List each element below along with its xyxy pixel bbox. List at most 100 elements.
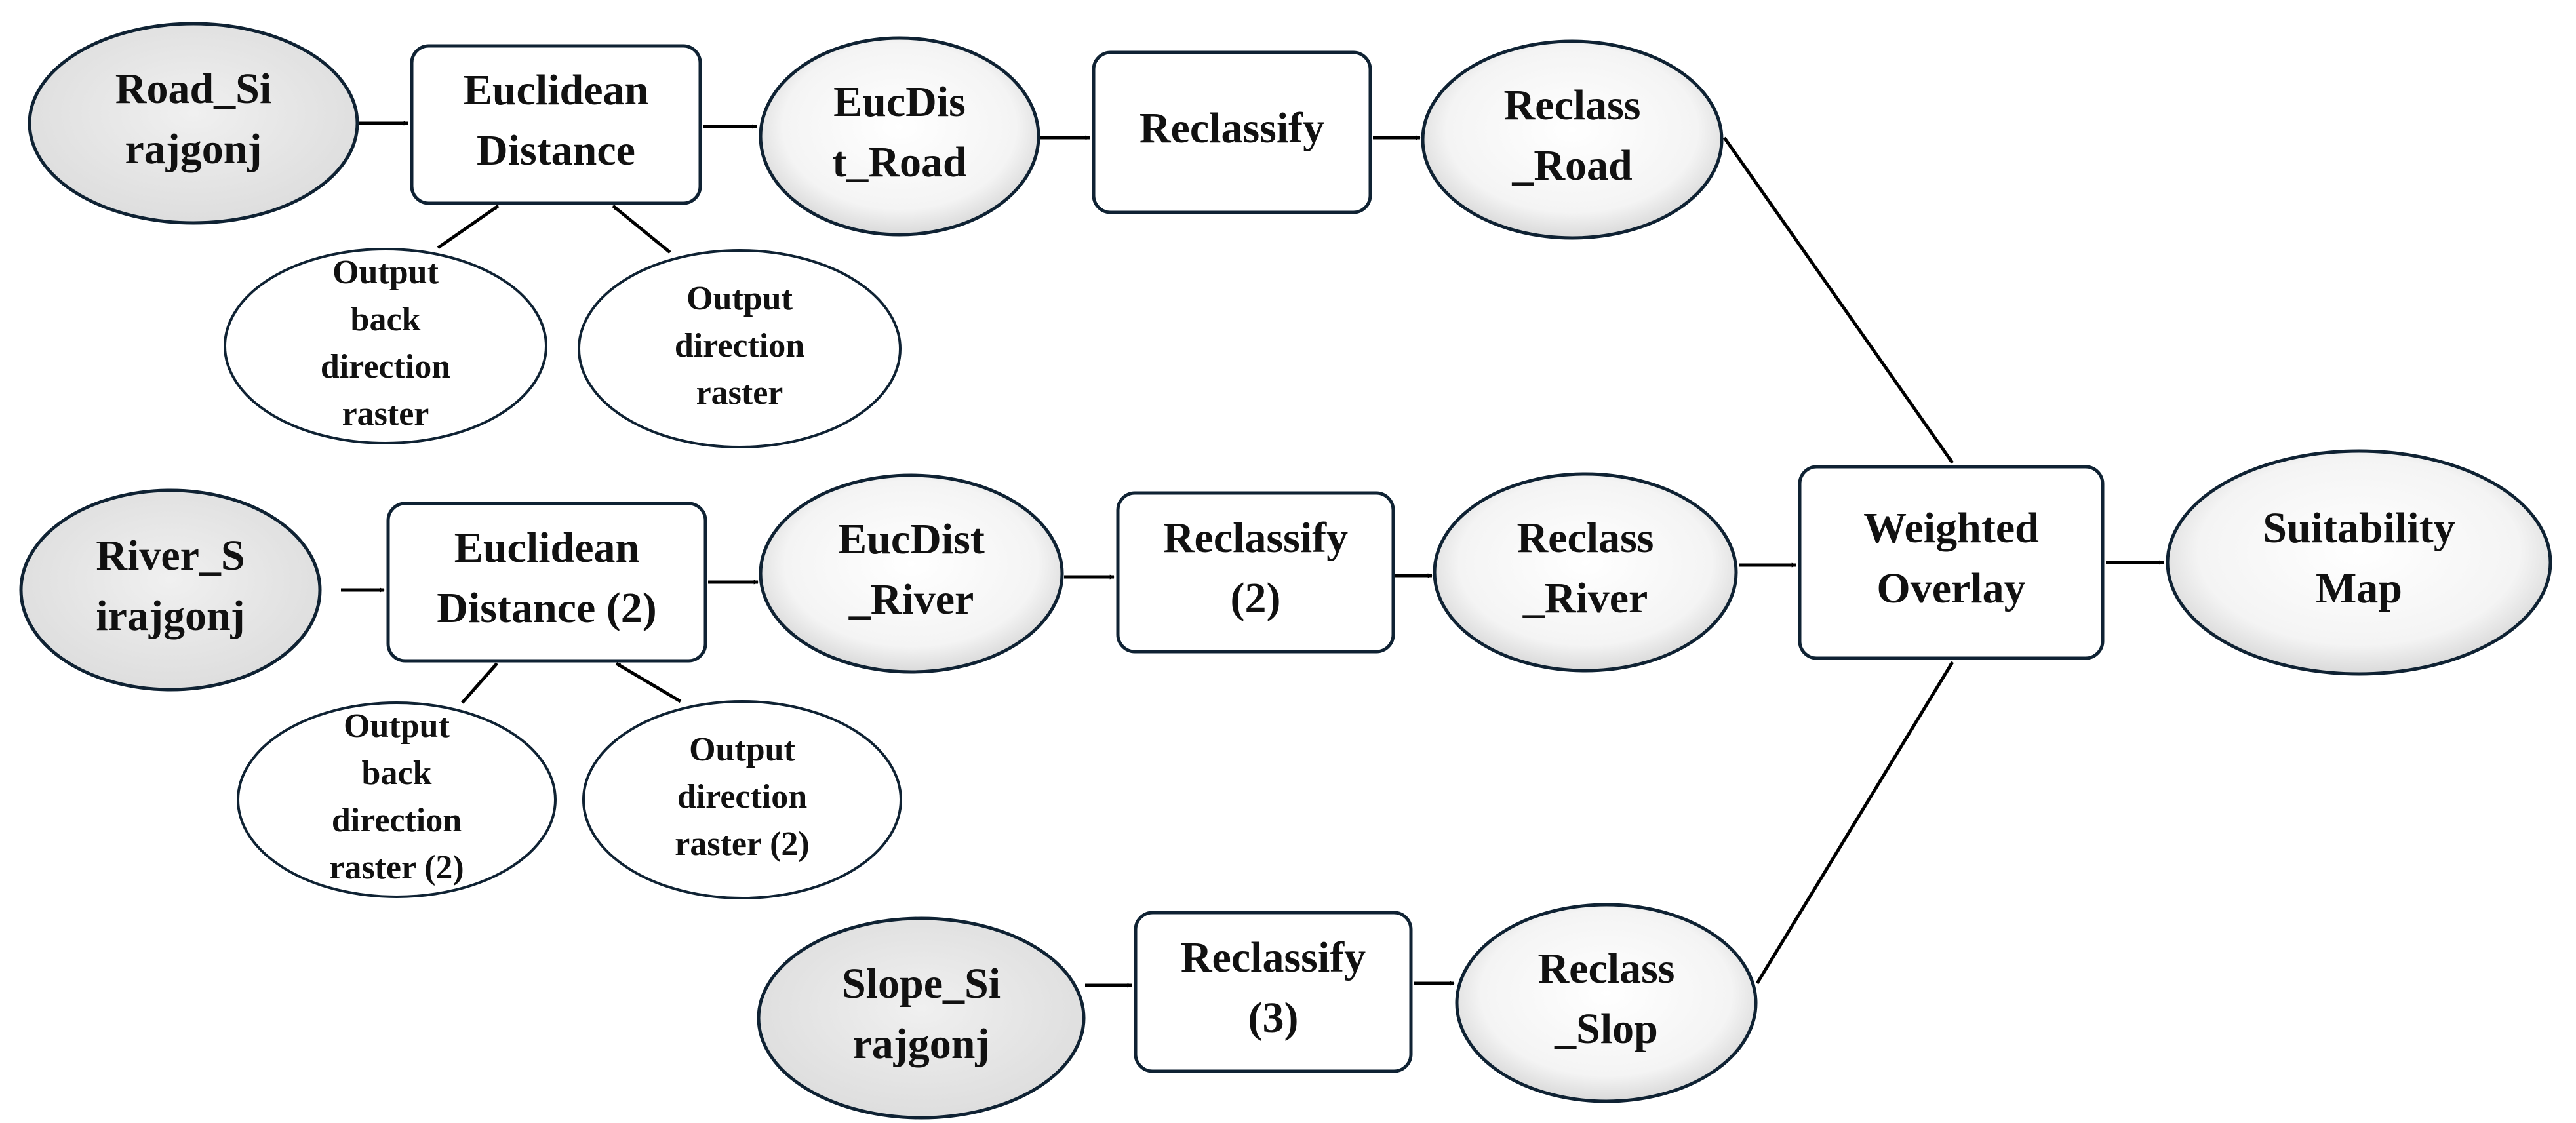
out-back-1-label-line: direction [321,348,450,385]
node-reclassify-3[interactable]: Reclassify (3) [1134,911,1413,1073]
reclassify-2-label: Reclassify (2) [1163,514,1348,622]
euc-dist-1-label-line: Euclidean [464,66,648,114]
eucdist-road-label: EucDis t_Road [832,78,966,186]
road-input-label-line: rajgonj [125,125,262,173]
river-input-shape [19,488,322,692]
node-out-back-2[interactable]: Output back direction raster (2) [237,701,557,898]
eucdist-river-label-line: _River [848,576,974,623]
out-dir-1-label-line: Output [686,280,793,317]
weighted-overlay-label-line: Overlay [1876,564,2025,612]
reclassify-1-label-line: Reclassify [1139,104,1324,152]
euc-dist-2-shape [386,502,707,663]
out-dir-1-label-line: raster [696,374,783,412]
reclass-slop-shape [1455,903,1758,1103]
edges-layer [341,121,2164,988]
reclassify-3-label-line: (3) [1248,994,1299,1042]
eucdist-river-shape [759,473,1064,674]
eucdist-river-label: EucDist _River [838,515,985,623]
out-back-2-label: Output back direction raster (2) [329,707,464,886]
reclass-slop-label: Reclass _Slop [1538,945,1675,1053]
reclassify-3-shape [1134,911,1413,1073]
suitability-map-label-line: Suitability [2263,504,2455,552]
weighted-overlay-label-line: Weighted [1863,504,2039,552]
out-back-2-label-line: raster (2) [329,849,464,886]
out-dir-1-label: Output direction raster [675,280,804,412]
node-reclass-river[interactable]: Reclass_River [1433,472,1738,673]
slope-input-shape [757,916,1086,1120]
out-back-1-label-line: raster [342,395,429,433]
node-eucdist-river[interactable]: EucDist _River [759,473,1064,674]
suitability-map-label-line: Map [2316,564,2402,612]
out-back-2-label-line: direction [332,802,462,839]
reclassify-2-label-line: (2) [1231,574,1281,622]
node-out-dir-2[interactable]: Output direction raster (2) [582,700,902,899]
euc-dist-2-label-line: Distance (2) [437,584,656,632]
eucdist-road-label-line: EucDis [833,78,966,126]
suitability-map-shape [2166,449,2552,676]
out-back-2-label-line: back [362,755,432,792]
eucdist-road-label-line: t_Road [832,138,966,186]
reclassify-1-label: Reclassify [1139,104,1324,152]
reclass-slop-label-line: Reclass [1538,945,1675,993]
arrow-out-dir-1-to-euc-dist-1 [612,205,671,254]
eucdist-river-label-line: EucDist [838,515,985,563]
arrow-reclass-slop-to-weighted-overlay [1755,661,1954,985]
out-dir-1-label-line: direction [675,327,804,364]
road-input-label-line: Road_Si [115,65,271,113]
river-input-label-line: irajgonj [96,592,245,640]
road-input-shape [28,22,359,225]
arrow-out-dir-2-to-euc-dist-2 [615,661,682,703]
reclassify-3-label: Reclassify (3) [1181,934,1366,1042]
euc-dist-1-label-line: Distance [477,127,635,174]
reclass-road-label-line: Reclass [1504,81,1641,129]
node-out-dir-1[interactable]: Output direction raster [578,249,902,448]
reclass-river-shape [1433,472,1738,673]
reclassify-2-label-line: Reclassify [1163,514,1348,562]
node-reclass-road[interactable]: Reclass _Road [1421,39,1724,240]
out-dir-2-label: Output direction raster (2) [675,731,810,863]
reclassify-1-shape [1092,50,1372,214]
reclass-road-shape [1421,39,1724,240]
euc-dist-1-shape [410,44,702,205]
reclass-river-label-line: Reclass [1517,514,1654,562]
euc-dist-2-label-line: Euclidean [454,524,639,572]
reclassify-3-label-line: Reclassify [1181,934,1366,981]
reclass-river-label: Reclass_River [1517,514,1654,622]
out-dir-2-label-line: Output [689,731,796,768]
out-back-1-shape [224,248,547,444]
eucdist-road-shape [759,36,1040,237]
out-dir-1-shape [578,249,902,448]
out-back-2-shape [237,701,557,898]
arrow-out-back-2-to-euc-dist-2 [461,662,498,704]
node-reclassify-1[interactable]: Reclassify [1092,50,1372,214]
node-reclass-slop[interactable]: Reclass _Slop [1455,903,1758,1103]
node-reclassify-2[interactable]: Reclassify (2) [1116,491,1395,654]
reclass-road-label: Reclass _Road [1504,81,1641,189]
out-dir-2-label-line: direction [677,778,807,816]
node-eucdist-road[interactable]: EucDis t_Road [759,36,1040,237]
out-dir-2-label-line: raster (2) [675,825,810,863]
slope-input-label-line: Slope_Si [842,960,1001,1008]
reclass-slop-label-line: _Slop [1554,1005,1658,1053]
reclass-road-label-line: _Road [1511,142,1632,189]
slope-input-label-line: rajgonj [853,1020,990,1068]
out-back-2-label-line: Output [344,707,450,745]
